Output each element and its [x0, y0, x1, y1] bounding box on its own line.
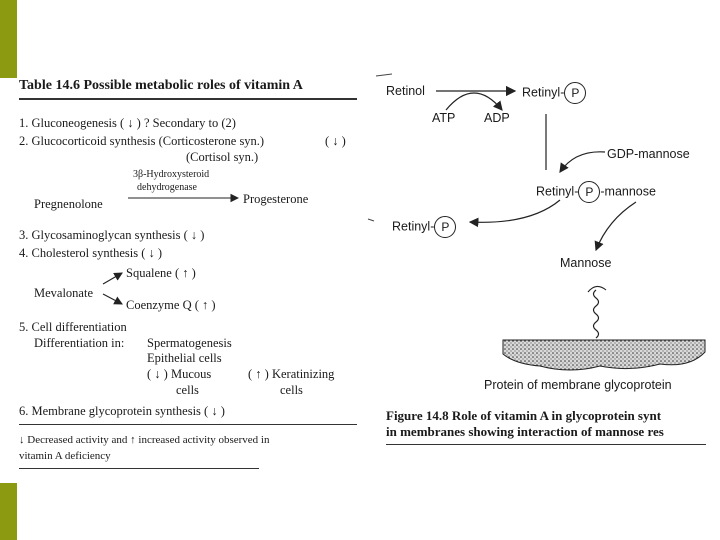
table-item-2-cortisol: (Cortisol syn.)	[186, 150, 259, 164]
differentiation-label: Differentiation in:	[34, 336, 125, 350]
retinyl-p-top-text: Retinyl-	[522, 85, 565, 100]
table-top-rule	[19, 98, 357, 100]
gdp-mannose-arrow	[559, 151, 606, 173]
retinol-label: Retinol	[386, 84, 425, 98]
adp-label: ADP	[484, 111, 510, 125]
glycan-branch	[587, 285, 607, 293]
table-title: Table 14.6 Possible metabolic roles of v…	[19, 78, 303, 93]
mucous-label: ( ↓ ) Mucous	[147, 367, 212, 381]
retinyl-p-left: Retinyl-P	[392, 216, 457, 238]
retinyl-p-mannose: Retinyl-P-mannose	[536, 181, 656, 203]
figure-caption-rule	[386, 444, 706, 445]
retinyl-release-arrow	[468, 199, 561, 228]
atp-adp-curve	[445, 92, 503, 111]
table-item-3: 3. Glycosaminoglycan synthesis ( ↓ )	[19, 228, 205, 242]
atp-label: ATP	[432, 111, 456, 125]
table-footnote-2: vitamin A deficiency	[19, 450, 111, 462]
table-item-1: 1. Gluconeogenesis ( ↓ ) ? Secondary to …	[19, 116, 236, 130]
table-item-2-arrow: ( ↓ )	[325, 134, 346, 148]
table-footnote-1: ↓ Decreased activity and ↑ increased act…	[19, 434, 270, 446]
slide-accent-notch	[0, 78, 17, 483]
pregnenolone-label: Pregnenolone	[34, 197, 103, 211]
figure-corner-mark	[375, 73, 393, 77]
spermatogenesis-label: Spermatogenesis	[147, 336, 232, 350]
membrane-protein-shape	[502, 339, 706, 371]
figure-caption-line-1: Figure 14.8 Role of vitamin A in glycopr…	[386, 408, 662, 423]
mucous-cells-label: cells	[176, 383, 199, 397]
retinyl-p-left-text: Retinyl-	[392, 219, 435, 234]
figure-caption-line-2: in membranes showing interaction of mann…	[386, 424, 664, 439]
table-item-6: 6. Membrane glycoprotein synthesis ( ↓ )	[19, 404, 225, 418]
table-item-4: 4. Cholesterol synthesis ( ↓ )	[19, 246, 163, 260]
retinyl-p-mannose-text-b: -mannose	[600, 184, 656, 199]
mannose-transfer-arrow	[594, 201, 637, 252]
epithelial-label: Epithelial cells	[147, 351, 222, 365]
mevalonate-coenzyme-arrow	[102, 293, 123, 305]
glycan-chain	[592, 289, 600, 339]
figure-side-mark	[367, 218, 375, 222]
retinyl-p-mannose-text-a: Retinyl-	[536, 184, 579, 199]
table-item-2: 2. Glucocorticoid synthesis (Corticoster…	[19, 134, 265, 148]
table-bottom-rule	[19, 424, 357, 425]
gdp-mannose-label: GDP-mannose	[607, 147, 690, 161]
mevalonate-label: Mevalonate	[34, 286, 94, 300]
keratinizing-label: ( ↑ ) Keratinizing	[248, 367, 335, 381]
table-item-5: 5. Cell differentiation	[19, 320, 127, 334]
keratinizing-cells-label: cells	[280, 383, 303, 397]
table-footnote-rule	[19, 468, 259, 469]
phosphate-circle-top: P	[564, 82, 587, 104]
coenzyme-q-label: Coenzyme Q ( ↑ )	[126, 298, 216, 312]
mevalonate-squalene-arrow	[102, 272, 123, 285]
protein-label: Protein of membrane glycoprotein	[484, 378, 672, 392]
enzyme-label-2: dehydrogenase	[137, 182, 197, 193]
mannose-label: Mannose	[560, 256, 612, 270]
phosphate-circle-left: P	[434, 216, 457, 238]
enzyme-label-1: 3β-Hydroxysteroid	[133, 169, 210, 180]
phosphate-circle-middle: P	[578, 181, 601, 203]
squalene-label: Squalene ( ↑ )	[126, 266, 196, 280]
retinyl-p-top: Retinyl-P	[522, 82, 587, 104]
progesterone-label: Progesterone	[243, 192, 309, 206]
